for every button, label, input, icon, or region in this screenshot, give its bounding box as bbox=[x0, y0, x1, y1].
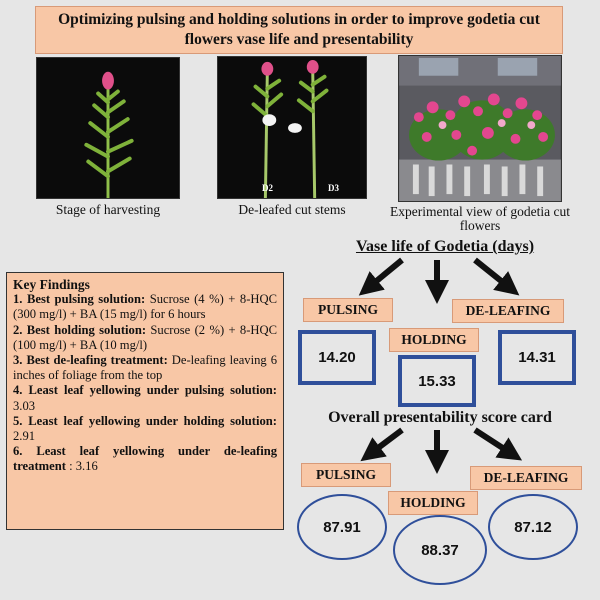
page-title: Optimizing pulsing and holding solutions… bbox=[35, 6, 563, 54]
arrow-left-icon bbox=[358, 257, 404, 296]
vase-deleafing-label: DE-LEAFING bbox=[452, 299, 564, 323]
vase-holding-label: HOLDING bbox=[389, 328, 479, 352]
score-pulsing-value: 87.91 bbox=[297, 494, 387, 560]
key-findings-box: Key Findings 1. Best pulsing solution: S… bbox=[6, 272, 284, 530]
vase-holding-value: 15.33 bbox=[398, 355, 476, 407]
score-holding-value: 88.37 bbox=[393, 515, 487, 585]
vase-life-heading: Vase life of Godetia (days) bbox=[355, 238, 535, 255]
score-pulsing-label: PULSING bbox=[301, 463, 391, 487]
score-holding-label: HOLDING bbox=[388, 491, 478, 515]
arrows-vase-life bbox=[358, 257, 520, 304]
stem-label-d3: D3 bbox=[328, 183, 339, 193]
finding-item: 1. Best pulsing solution: Sucrose (4 %) … bbox=[13, 292, 277, 322]
photo-experimental-view bbox=[398, 55, 562, 202]
finding-item: 5. Least leaf yellowing under holding so… bbox=[13, 413, 277, 444]
vase-pulsing-value: 14.20 bbox=[298, 330, 376, 385]
arrows-presentability bbox=[360, 427, 523, 474]
experiment-image bbox=[399, 56, 561, 201]
caption-deleafed: De-leafed cut stems bbox=[238, 202, 346, 217]
score-deleafing-value: 87.12 bbox=[488, 494, 578, 560]
finding-item: 2. Best holding solution: Sucrose (2 %) … bbox=[13, 322, 278, 352]
key-findings-heading: Key Findings bbox=[13, 277, 90, 292]
photo-deleafed-stems bbox=[217, 56, 367, 199]
arrow-left-icon bbox=[360, 427, 404, 462]
arrow-right-icon bbox=[473, 427, 523, 461]
arrow-right-icon bbox=[473, 257, 520, 296]
presentability-heading: Overall presentability score card bbox=[328, 409, 552, 426]
stems-image bbox=[218, 57, 366, 198]
finding-item: 6. Least leaf yellowing under de-leafing… bbox=[13, 444, 277, 474]
plant-image bbox=[37, 58, 179, 198]
caption-experimental: Experimental view of godetia cut flowers bbox=[390, 204, 570, 233]
stem-label-d2: D2 bbox=[262, 183, 273, 193]
score-deleafing-label: DE-LEAFING bbox=[470, 466, 582, 490]
vase-pulsing-label: PULSING bbox=[303, 298, 393, 322]
finding-item: 3. Best de-leafing treatment: De-leafing… bbox=[13, 353, 277, 383]
finding-item: 4. Least leaf yellowing under pulsing so… bbox=[13, 383, 277, 413]
vase-deleafing-value: 14.31 bbox=[498, 330, 576, 385]
caption-harvest: Stage of harvesting bbox=[55, 202, 161, 217]
photo-harvest-stage bbox=[36, 57, 180, 199]
